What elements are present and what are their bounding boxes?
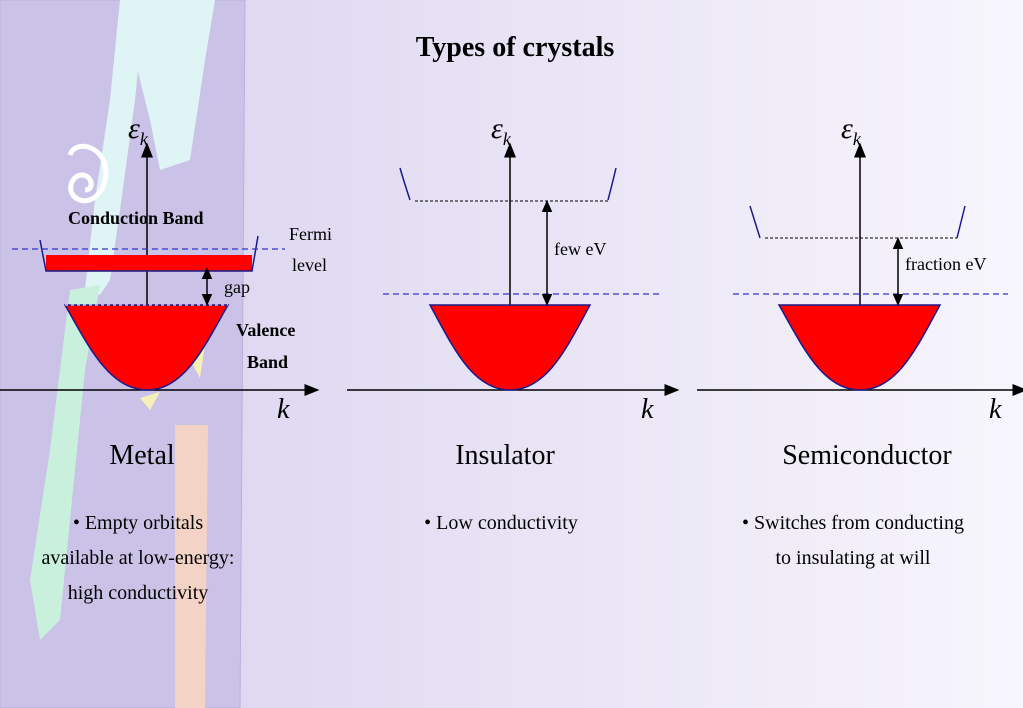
semiconductor-gap-label: fraction eV — [905, 254, 987, 274]
metal-valence-band — [63, 304, 230, 391]
insulator-k-label: k — [641, 394, 654, 425]
fermi-label-line2: level — [292, 255, 327, 275]
metal-energy-label: εk — [128, 112, 148, 149]
conduction-band-label: Conduction Band — [68, 208, 204, 228]
insulator-valence-band — [428, 304, 592, 391]
metal-k-label: k — [277, 394, 290, 425]
metal-description-line: available at low-energy: — [41, 547, 235, 569]
semiconductor-description-line: • Switches from conducting — [742, 512, 964, 534]
insulator-description-line: • Low conductivity — [424, 512, 578, 534]
insulator-gap-label: few eV — [554, 239, 607, 259]
metal-conduction-band-edge — [39, 235, 259, 272]
semiconductor-valence-band — [777, 304, 942, 391]
semiconductor-k-label: k — [989, 394, 1002, 425]
page-title: Types of crystals — [415, 32, 615, 63]
insulator-title: Insulator — [455, 440, 555, 471]
valence-band-label-line1: Valence — [236, 320, 296, 340]
semiconductor-diagram — [697, 142, 1023, 396]
insulator-diagram — [347, 142, 680, 396]
semiconductor-description-line: to insulating at will — [775, 547, 931, 569]
metal-title: Metal — [109, 440, 175, 471]
metal-description-line: high conductivity — [67, 582, 209, 604]
metal-conduction-band-fill — [46, 255, 252, 271]
valence-band-label-line2: Band — [247, 352, 289, 372]
metal-gap-label: gap — [224, 277, 250, 297]
insulator-energy-label: εk — [491, 112, 511, 149]
metal-description-line: • Empty orbitals — [72, 512, 204, 534]
metal-description: • Empty orbitals available at low-energy… — [0, 506, 298, 611]
metal-diagram — [0, 142, 320, 396]
insulator-description: • Low conductivity — [341, 506, 661, 541]
semiconductor-title: Semiconductor — [782, 440, 952, 471]
fermi-label-line1: Fermi — [289, 224, 332, 244]
semiconductor-description: • Switches from conducting to insulating… — [693, 506, 1013, 576]
semiconductor-energy-label: εk — [841, 112, 861, 149]
